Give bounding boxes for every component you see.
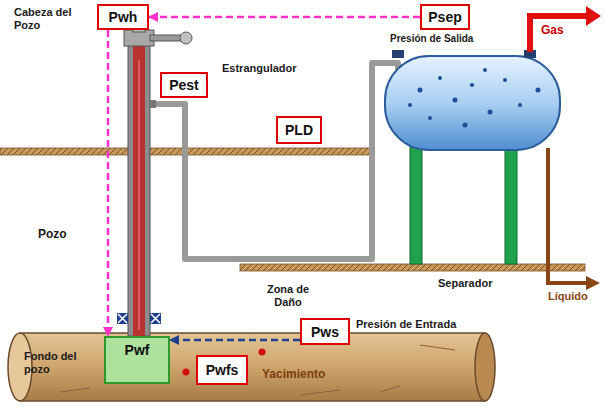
gas-bubbles — [408, 68, 541, 128]
flow-dot — [183, 369, 190, 376]
liquid-line — [548, 148, 588, 283]
separator-tank — [385, 56, 560, 150]
side-arm — [150, 35, 184, 41]
flow-line — [150, 63, 398, 259]
annotation-label: Gas — [541, 24, 564, 38]
packer — [117, 313, 128, 324]
liquid-arrowhead — [586, 276, 600, 290]
annotation-label: Presión de Salida — [390, 33, 473, 45]
annotation-label: Zona de Daño — [256, 283, 320, 308]
pressure-label: Pwfs — [206, 362, 239, 378]
annotation-label: Pozo — [38, 228, 67, 242]
pressure-label: Psep — [428, 9, 461, 25]
pressure-box: Pwf — [104, 336, 170, 384]
tubing-highlight — [138, 60, 140, 330]
outlet — [150, 100, 156, 108]
pressure-label: Pwf — [125, 342, 150, 358]
ground-surface — [240, 264, 585, 271]
pressure-link — [170, 339, 300, 342]
well-casing — [128, 44, 150, 336]
pressure-box: Pwfs — [196, 355, 248, 385]
annotation-label: Presión de Entrada — [356, 318, 456, 331]
pressure-box: Pws — [300, 318, 350, 345]
inlet-valve — [392, 50, 404, 58]
pressure-box: Pest — [160, 72, 208, 98]
packer-mark — [151, 314, 160, 323]
annotation-label: Separador — [438, 277, 492, 290]
packer-mark — [118, 314, 127, 323]
separator-leg — [410, 146, 422, 264]
pressure-label: PLD — [285, 122, 313, 138]
annotation-label: Estrangulador — [222, 62, 297, 75]
pressure-box: PLD — [276, 116, 322, 144]
annotation-label: Líquido — [548, 290, 588, 303]
pressure-link — [107, 30, 110, 336]
annotation-label: Yacimiento — [262, 368, 325, 382]
gas-arrowhead — [586, 6, 601, 26]
pressure-box: Pwh — [97, 4, 149, 30]
well-tubing — [133, 44, 145, 336]
gas-line — [530, 16, 588, 52]
annotation-label: Fondo del pozo — [24, 350, 88, 375]
annotation-label: Cabeza del Pozo — [14, 6, 86, 31]
reservoir-body — [20, 333, 485, 401]
pressure-label: Pwh — [109, 9, 138, 25]
pressure-label: Pws — [311, 324, 339, 340]
separator-leg — [505, 146, 517, 264]
flow-dot — [259, 349, 266, 356]
choke — [180, 32, 192, 44]
packer — [150, 313, 161, 324]
pressure-link — [149, 16, 420, 19]
pressure-box: Psep — [420, 4, 470, 30]
pressure-label: Pest — [169, 77, 199, 93]
reservoir-end — [475, 333, 495, 401]
